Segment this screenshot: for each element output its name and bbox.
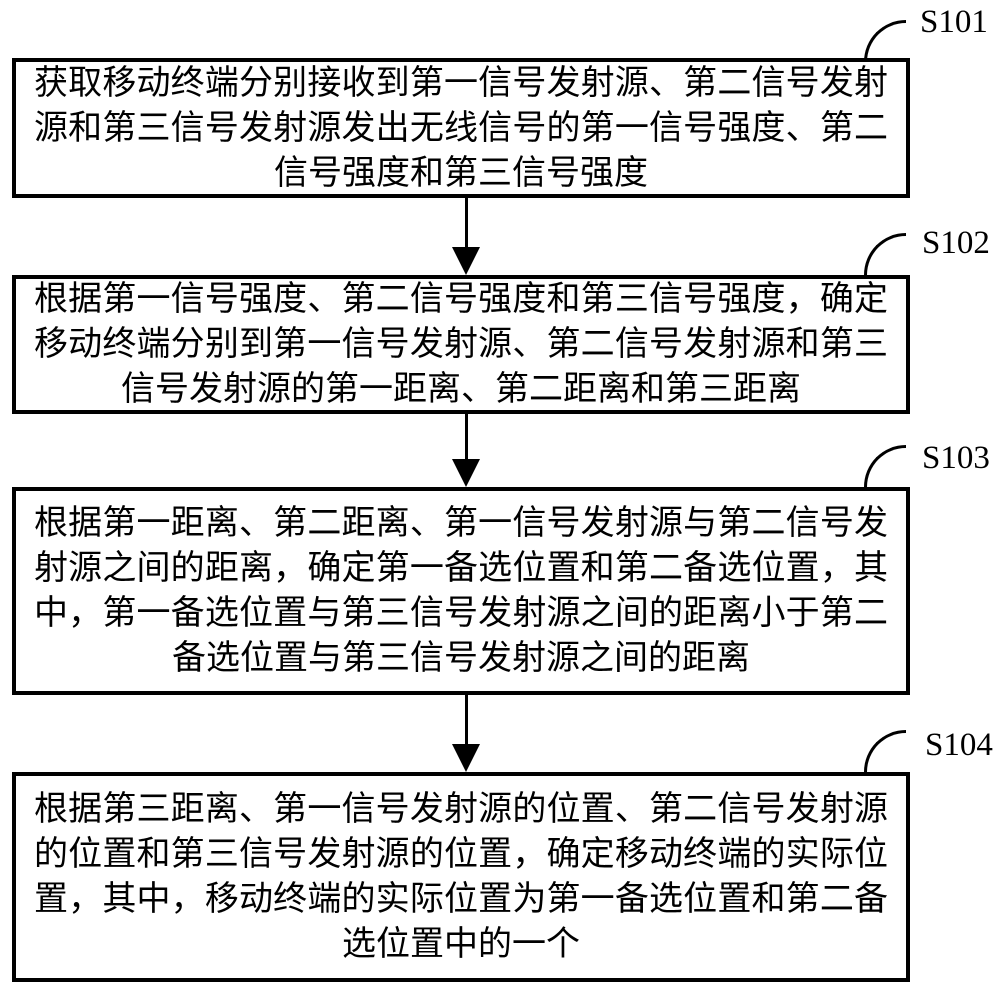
step-text-s104: 根据第三距离、第一信号发射源的位置、第二信号发射源的位置和第三信号发射源的位置，… [34, 789, 888, 964]
leader-curve-s101 [864, 20, 906, 62]
step-text-s103: 根据第一距离、第二距离、第一信号发射源与第二信号发射源之间的距离，确定第一备选位… [34, 503, 888, 678]
step-label-s104: S104 [925, 727, 993, 763]
step-box-s101: 获取移动终端分别接收到第一信号发射源、第二信号发射源和第三信号发射源发出无线信号… [12, 58, 910, 198]
leader-curve-s102 [864, 233, 906, 275]
step-label-s102: S102 [922, 225, 990, 261]
arrow-line-s103-s104 [465, 695, 468, 744]
step-text-s101: 获取移动终端分别接收到第一信号发射源、第二信号发射源和第三信号发射源发出无线信号… [34, 62, 888, 193]
arrow-head-s101-s102 [452, 247, 480, 275]
step-box-s104: 根据第三距离、第一信号发射源的位置、第二信号发射源的位置和第三信号发射源的位置，… [12, 772, 910, 982]
step-box-s102: 根据第一信号强度、第二信号强度和第三信号强度，确定移动终端分别到第一信号发射源、… [12, 275, 910, 414]
arrow-line-s102-s103 [465, 414, 468, 460]
step-label-s101: S101 [920, 4, 988, 40]
step-box-s103: 根据第一距离、第二距离、第一信号发射源与第二信号发射源之间的距离，确定第一备选位… [12, 487, 910, 695]
step-label-s103: S103 [922, 440, 990, 476]
arrow-head-s103-s104 [452, 744, 480, 772]
arrow-head-s102-s103 [452, 459, 480, 487]
arrow-line-s101-s102 [465, 198, 468, 248]
leader-curve-s103 [864, 445, 906, 487]
step-text-s102: 根据第一信号强度、第二信号强度和第三信号强度，确定移动终端分别到第一信号发射源、… [34, 279, 888, 409]
leader-curve-s104 [864, 730, 906, 772]
